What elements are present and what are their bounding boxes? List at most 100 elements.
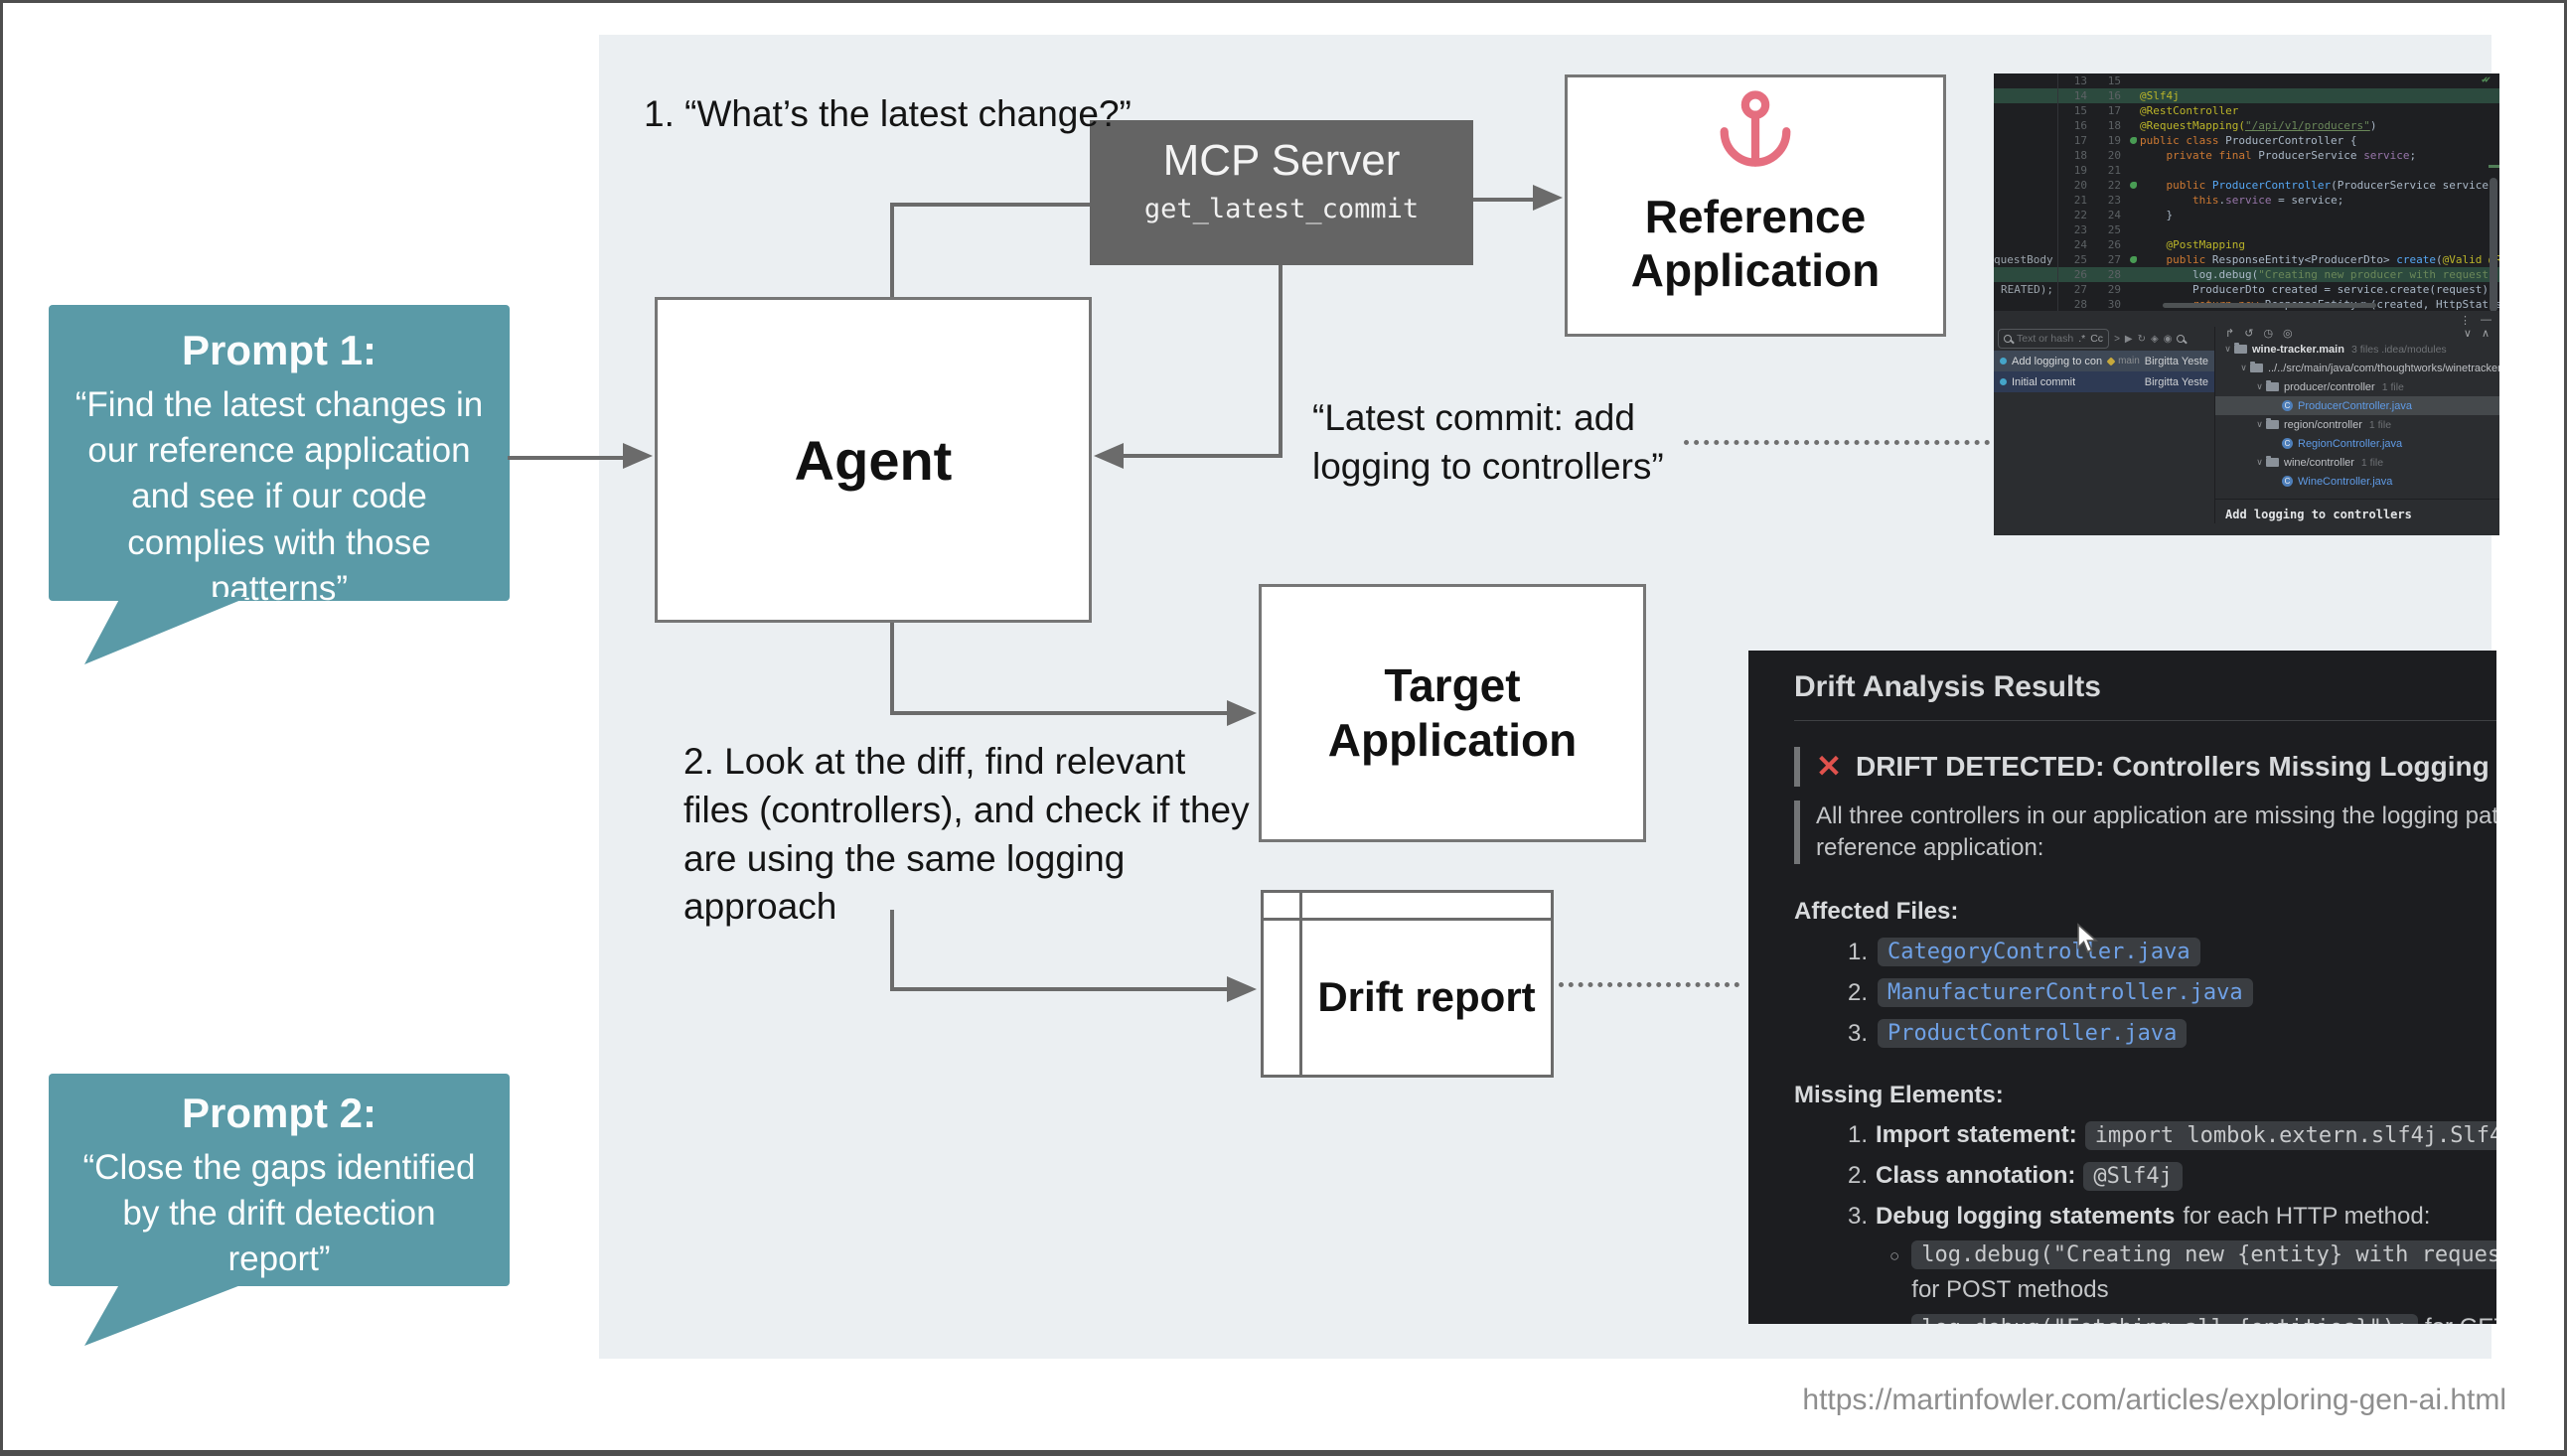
git-search-placeholder: Text or hash [2017, 333, 2074, 345]
chevron-down-icon: ∨ [2256, 457, 2263, 467]
diff-code-line [2140, 163, 2499, 178]
gutter-icon-cell [2126, 163, 2140, 178]
target-app-box: Target Application [1259, 584, 1646, 842]
git-tree-toolbar: ↱ ↺ ◷ ◎ ∨ ∧ [2215, 327, 2499, 340]
tree-row: RegionController.java [2215, 434, 2499, 453]
connector-prompt1-agent [508, 456, 625, 460]
case-toggle: Cc [2090, 333, 2104, 345]
code-chip: @Slf4j [2083, 1162, 2183, 1191]
jump-icon: ↱ [2225, 328, 2235, 340]
debug-bullet: ○log.debug("Creating new {entity} with r… [1889, 1240, 2496, 1304]
code-token: . [2218, 194, 2226, 207]
commit-details-title: Add logging to controllers [2225, 508, 2412, 521]
commit-dot [2000, 378, 2007, 385]
diff-code-line: @RequestMapping("/api/v1/producers") [2140, 118, 2499, 133]
diff-old-pane-fragment [1994, 118, 2058, 133]
folder-icon [2234, 343, 2247, 354]
spring-bean-icon [2129, 256, 2137, 263]
diff-code-line: public ResponseEntity<ProducerDto> creat… [2140, 252, 2500, 267]
anchor-icon [1720, 90, 1791, 167]
code-token: public class [2140, 134, 2226, 147]
diff-old-pane-fragment [1994, 73, 2058, 88]
file-chip: ProductController.java [1878, 1019, 2188, 1048]
reference-app-box: Reference Application [1565, 74, 1946, 337]
diff-old-pane-fragment [1994, 193, 2058, 208]
arrowhead-into-target [1227, 700, 1257, 726]
affected-file-item: 3.ProductController.java [1838, 1019, 2496, 1048]
diff-code-line: } [2140, 208, 2499, 222]
diff-new-line-number: 28 [2107, 268, 2121, 281]
missing-item: 2.Class annotation:@Slf4j [1838, 1162, 2496, 1191]
diff-old-line-number: 25 [2073, 253, 2087, 266]
diff-code-line: public ProducerController(ProducerServic… [2140, 178, 2499, 193]
drift-report-label: Drift report [1317, 973, 1536, 1021]
diff-old-line-number: 22 [2073, 209, 2087, 221]
drift-analysis-panel: Drift Analysis Results ✕ DRIFT DETECTED:… [1748, 651, 2496, 1324]
diff-old-pane-fragment [1994, 148, 2058, 163]
diff-code-line: @Slf4j [2140, 88, 2499, 103]
gutter-icon-cell [2126, 222, 2140, 237]
diff-old-line-number: 24 [2073, 238, 2087, 251]
list-number: 1. [1847, 1121, 1868, 1148]
connector-agent-target-horizontal [890, 711, 1229, 715]
diff-change-marker [2489, 165, 2499, 168]
diff-old-pane-fragment [1994, 237, 2058, 252]
prompt-2-title: Prompt 2: [181, 1090, 377, 1136]
drift-report-side-line [1299, 893, 1302, 1075]
git-commit-list: Add logging to controllersmainBirgitta Y… [1994, 351, 2214, 392]
diff-old-line-number: 18 [2073, 149, 2087, 162]
file-chip: CategoryController.java [1878, 938, 2200, 966]
git-minibar: ⋮ — [1994, 311, 2499, 327]
gutter-icon-cell [2126, 252, 2140, 267]
diff-old-pane-fragment [1994, 103, 2058, 118]
diff-old-pane-fragment [1994, 222, 2058, 237]
spring-bean-icon [2129, 182, 2137, 189]
gutter-icon-cell [2126, 178, 2140, 193]
diff-old-pane-fragment [1994, 178, 2058, 193]
target-icon: ◎ [2283, 328, 2293, 340]
diff-old-line-number: 19 [2073, 164, 2087, 177]
target-app-label: Target Application [1327, 658, 1578, 766]
commit-dot [2000, 358, 2007, 364]
drift-report-box: Drift report [1261, 890, 1554, 1078]
prompt-1-bubble: Prompt 1: “Find the latest changes in ou… [49, 305, 510, 608]
folder-icon [2250, 362, 2263, 372]
chevron-up-icon: ∧ [2481, 328, 2490, 340]
debug-bullets: ○log.debug("Creating new {entity} with r… [1794, 1240, 2496, 1324]
diff-old-line-number: 26 [2073, 268, 2087, 281]
code-token: log.debug( [2140, 268, 2259, 281]
missing-item-text: for each HTTP method: [2183, 1203, 2431, 1230]
latest-commit-label: “Latest commit: add logging to controlle… [1312, 397, 1664, 487]
arrowhead-into-agent-left [623, 443, 653, 469]
step2-label: 2. Look at the diff, find relevant files… [683, 741, 1250, 928]
kebab-icon: ⋮ [2460, 314, 2471, 327]
prompt-1-title: Prompt 1: [181, 327, 377, 373]
code-token: ProducerDto created = service.create(req… [2140, 283, 2495, 296]
commit-row: Add logging to controllersmainBirgitta Y… [1994, 351, 2214, 371]
diff-new-line-number: 29 [2107, 283, 2121, 296]
file-chip: ManufacturerController.java [1878, 978, 2253, 1007]
chevron-right-icon: > [2114, 333, 2120, 345]
diff-new-line-number: 26 [2107, 238, 2121, 251]
list-number: 2. [1847, 1162, 1868, 1189]
list-number: 3. [1847, 1203, 1868, 1230]
affected-file-item: 1.CategoryController.java [1838, 938, 2496, 966]
diff-row: questBody Creat2527 public ResponseEntit… [1994, 252, 2499, 267]
diff-new-line-number: 27 [2107, 253, 2121, 266]
folder-icon [2266, 456, 2279, 467]
drift-alert-text: DRIFT DETECTED: Controllers Missing Logg… [1855, 751, 2496, 782]
prompt-2-bubble-tail [84, 1282, 248, 1346]
diff-old-pane-fragment [1994, 133, 2058, 148]
gutter-icon-cell [2126, 118, 2140, 133]
diff-new-line-number: 21 [2107, 164, 2121, 177]
